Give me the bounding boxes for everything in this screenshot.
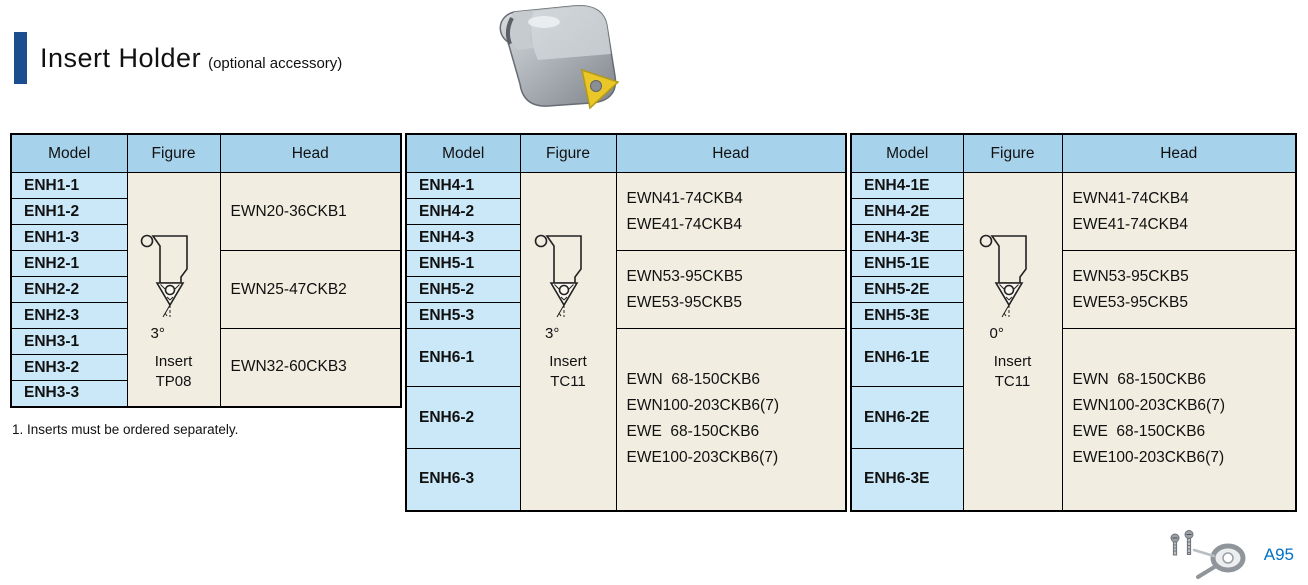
table-header-row: Model Figure Head bbox=[850, 133, 1297, 173]
table-row: ENH6-3 bbox=[405, 448, 846, 511]
head-cell: EWN53-95CKB5 EWE53-95CKB5 bbox=[1061, 250, 1297, 329]
model-cell: ENH5-1E bbox=[850, 250, 964, 277]
table-row: ENH5-2E bbox=[850, 276, 1296, 303]
screws-and-tool-icon bbox=[1170, 530, 1246, 579]
table-row: ENH4-1E 0° Insert TC11 EWN41-74CKB4 EWE4… bbox=[850, 172, 1297, 511]
page-subtitle: (optional accessory) bbox=[208, 54, 343, 72]
table-row: ENH3-1 EWN32-60CKB3 bbox=[10, 328, 402, 407]
table-row: ENH1-2 bbox=[10, 198, 401, 225]
table-row: ENH6-1E EWN 68-150CKB6 EWN100-203CKB6(7)… bbox=[850, 328, 1297, 511]
header-cell-model: Model bbox=[10, 133, 128, 173]
model-cell: ENH5-2 bbox=[405, 276, 521, 303]
model-cell: ENH5-3 bbox=[405, 302, 521, 329]
table-row: ENH2-3 bbox=[10, 302, 401, 329]
table-row: ENH5-1E EWN53-95CKB5 EWE53-95CKB5 bbox=[850, 250, 1297, 329]
model-cell: ENH3-3 bbox=[10, 380, 128, 407]
model-cell: ENH2-3 bbox=[10, 302, 128, 329]
head-cell: EWN53-95CKB5 EWE53-95CKB5 bbox=[615, 250, 847, 329]
header-cell-figure: Figure bbox=[519, 133, 617, 173]
table-row: ENH3-3 bbox=[10, 380, 401, 407]
page-ref[interactable]: A95 bbox=[1164, 530, 1294, 580]
page-title: Insert Holder bbox=[40, 42, 202, 73]
title-accent-bar bbox=[14, 32, 27, 84]
head-cell: EWN41-74CKB4 EWE41-74CKB4 bbox=[1061, 172, 1297, 251]
holder-photo bbox=[478, 2, 663, 127]
header-cell-figure: Figure bbox=[126, 133, 221, 173]
model-cell: ENH2-1 bbox=[10, 250, 128, 277]
table-row: ENH6-1 EWN 68-150CKB6 EWN100-203CKB6(7) … bbox=[405, 328, 847, 511]
head-cell: EWN 68-150CKB6 EWN100-203CKB6(7) EWE 68-… bbox=[1061, 328, 1297, 511]
table-row: ENH4-3E bbox=[850, 224, 1296, 251]
table-row: ENH6-3E bbox=[850, 448, 1296, 511]
table-row: ENH6-2E bbox=[850, 386, 1296, 449]
model-cell: ENH3-1 bbox=[10, 328, 128, 355]
model-cell: ENH4-1E bbox=[850, 172, 964, 199]
model-cell: ENH6-3E bbox=[850, 448, 964, 511]
model-cell: ENH4-2 bbox=[405, 198, 521, 225]
table-row: ENH2-2 bbox=[10, 276, 401, 303]
model-cell: ENH6-2 bbox=[405, 386, 521, 449]
model-cell: ENH5-1 bbox=[405, 250, 521, 277]
table-group-enh4-6: Model Figure Head ENH4-1 3° Insert TC11 … bbox=[405, 133, 847, 512]
table-group-enh1-3: Model Figure Head ENH1-1 3° Insert TP08 … bbox=[10, 133, 402, 408]
model-cell: ENH4-1 bbox=[405, 172, 521, 199]
table-row: ENH5-3E bbox=[850, 302, 1296, 329]
model-cell: ENH1-1 bbox=[10, 172, 128, 199]
table-row: ENH1-1 3° Insert TP08 EWN20-36CKB1 bbox=[10, 172, 402, 407]
header-cell-model: Model bbox=[850, 133, 964, 173]
model-cell: ENH4-3 bbox=[405, 224, 521, 251]
figure-angle-label: 3° bbox=[545, 325, 560, 342]
model-cell: ENH4-2E bbox=[850, 198, 964, 225]
figure-insert-label: Insert TC11 bbox=[993, 353, 1032, 390]
holder-figure-drawing bbox=[140, 234, 188, 318]
header-cell-head: Head bbox=[1061, 133, 1297, 173]
model-cell: ENH4-3E bbox=[850, 224, 964, 251]
table-row: ENH4-1 3° Insert TC11 EWN41-74CKB4 EWE41… bbox=[405, 172, 847, 511]
table-row: ENH1-3 bbox=[10, 224, 401, 251]
table-row: ENH6-2 bbox=[405, 386, 846, 449]
figure-angle-label: 3° bbox=[150, 325, 165, 342]
head-cell: EWN25-47CKB2 bbox=[219, 250, 402, 329]
model-cell: ENH3-2 bbox=[10, 354, 128, 381]
insert-holder-tables: Model Figure Head ENH1-1 3° Insert TP08 … bbox=[10, 133, 1297, 512]
table-row: ENH4-2 bbox=[405, 198, 846, 225]
header-cell-figure: Figure bbox=[962, 133, 1063, 173]
table-row: ENH2-1 EWN25-47CKB2 bbox=[10, 250, 402, 329]
figure-insert-label: Insert TP08 bbox=[154, 353, 193, 390]
page-header: Insert Holder (optional accessory) bbox=[14, 32, 342, 84]
holder-figure-drawing bbox=[534, 234, 582, 318]
head-cell: EWN32-60CKB3 bbox=[219, 328, 402, 407]
figure-cell: 0° Insert TC11 bbox=[962, 172, 1063, 511]
table-row: ENH5-2 bbox=[405, 276, 846, 303]
model-cell: ENH1-3 bbox=[10, 224, 128, 251]
figure-insert-label: Insert TC11 bbox=[549, 353, 587, 390]
model-cell: ENH6-1E bbox=[850, 328, 964, 387]
header-cell-head: Head bbox=[219, 133, 402, 173]
head-cell: EWN 68-150CKB6 EWN100-203CKB6(7) EWE 68-… bbox=[615, 328, 847, 511]
figure-cell: 3° Insert TC11 bbox=[519, 172, 617, 511]
table-row: ENH3-2 bbox=[10, 354, 401, 381]
model-cell: ENH2-2 bbox=[10, 276, 128, 303]
model-cell: ENH1-2 bbox=[10, 198, 128, 225]
table-row: ENH5-3 bbox=[405, 302, 846, 329]
holder-figure-drawing bbox=[979, 234, 1027, 318]
page-ref-label[interactable]: A95 bbox=[1263, 545, 1294, 564]
head-cell: EWN41-74CKB4 EWE41-74CKB4 bbox=[615, 172, 847, 251]
footnote: 1. Inserts must be ordered separately. bbox=[12, 421, 239, 437]
model-cell: ENH5-3E bbox=[850, 302, 964, 329]
model-cell: ENH5-2E bbox=[850, 276, 964, 303]
header-cell-model: Model bbox=[405, 133, 521, 173]
figure-angle-label: 0° bbox=[989, 325, 1004, 342]
head-cell: EWN20-36CKB1 bbox=[219, 172, 402, 251]
table-group-enh4-6e: Model Figure Head ENH4-1E 0° Insert TC11… bbox=[850, 133, 1297, 512]
table-row: ENH5-1 EWN53-95CKB5 EWE53-95CKB5 bbox=[405, 250, 847, 329]
table-header-row: Model Figure Head bbox=[10, 133, 402, 173]
model-cell: ENH6-1 bbox=[405, 328, 521, 387]
holder-photo-image bbox=[499, 4, 620, 110]
model-cell: ENH6-2E bbox=[850, 386, 964, 449]
header-cell-head: Head bbox=[615, 133, 847, 173]
model-cell: ENH6-3 bbox=[405, 448, 521, 511]
table-header-row: Model Figure Head bbox=[405, 133, 847, 173]
figure-cell: 3° Insert TP08 bbox=[126, 172, 221, 407]
